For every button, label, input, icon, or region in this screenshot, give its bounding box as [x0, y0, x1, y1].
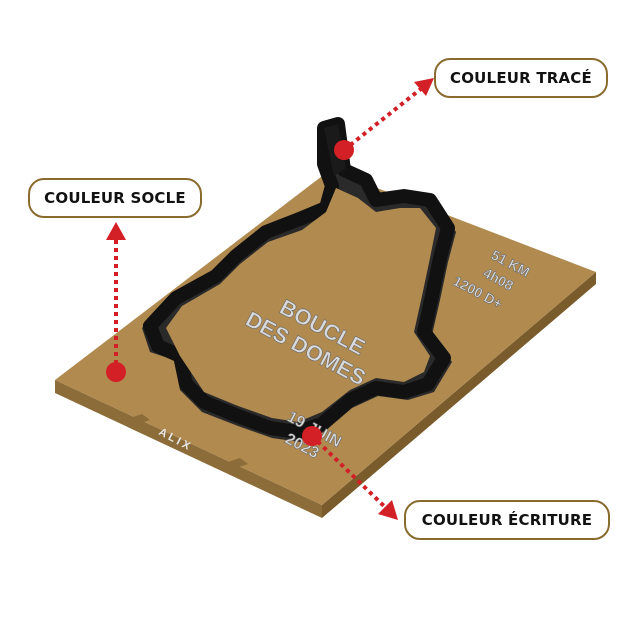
route-trace-inner	[166, 188, 436, 422]
arrow-ecriture-line	[310, 434, 388, 510]
markers	[106, 140, 354, 446]
arrow-trace-line	[342, 86, 424, 152]
arrow-ecriture-head	[378, 500, 398, 520]
base-plate-side-right	[322, 272, 596, 518]
annotation-arrows	[114, 86, 424, 510]
marker-socle	[106, 362, 126, 382]
plate-notch-2	[228, 458, 248, 468]
arrow-heads	[106, 78, 434, 520]
marker-trace	[334, 140, 354, 160]
arrow-socle-head	[106, 222, 126, 240]
arrow-trace-head	[414, 78, 434, 96]
callout-couleur-trace: COULEUR TRACÉ	[434, 58, 608, 98]
callout-couleur-ecriture: COULEUR ÉCRITURE	[404, 500, 610, 540]
plate-notch	[130, 414, 150, 424]
route-trace	[142, 117, 456, 442]
callout-couleur-socle: COULEUR SOCLE	[28, 178, 202, 218]
marker-ecriture	[302, 426, 322, 446]
base-plate-side	[55, 380, 322, 518]
